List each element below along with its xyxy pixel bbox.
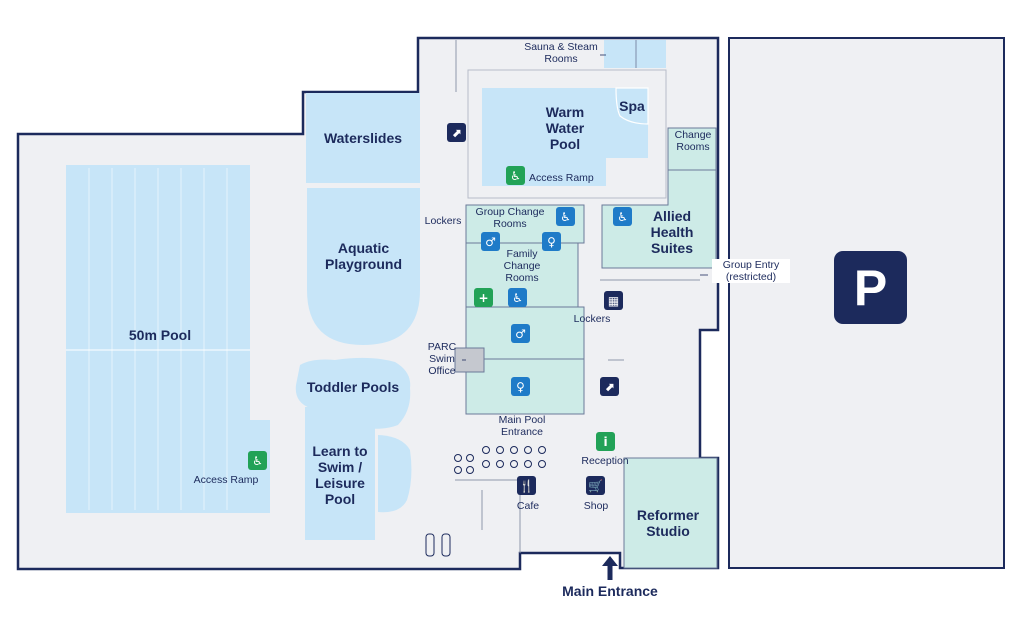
access-ramp-warm-shape: [482, 158, 606, 186]
reformer-studio-shape: [623, 457, 718, 569]
male-toilet-icon: ♂: [481, 232, 500, 251]
change-rooms-small-shape: [667, 127, 717, 171]
accessible-icon: ♿: [506, 166, 525, 185]
lockers-icon: ▦: [604, 291, 623, 310]
reformer-studio-label: Reformer Studio: [636, 507, 700, 540]
sauna-shape: [604, 40, 636, 68]
pool-50m-label: 50m Pool: [128, 327, 192, 343]
female-toilet-icon: ♀: [511, 377, 530, 396]
female-toilet-icon: ♀: [542, 232, 561, 251]
lockers-right-label: Lockers: [573, 313, 611, 325]
main-pool-entrance-label: Main Pool Entrance: [498, 414, 546, 439]
info-icon: i: [596, 432, 615, 451]
access-ramp-warm-label: Access Ramp: [529, 172, 594, 184]
allied-health-label: Allied Health Suites: [650, 208, 694, 257]
spa-shape: [615, 87, 649, 125]
learn-to-swim-label: Learn to Swim / Leisure Pool: [312, 443, 368, 508]
reception-label: Reception: [581, 455, 629, 467]
shop-icon: 🛒: [586, 476, 605, 495]
accessible-icon: ♿: [613, 207, 632, 226]
spa-label: Spa: [619, 98, 645, 114]
cafe-icon: 🍴: [517, 476, 536, 495]
warm-water-pool-label: Warm Water Pool: [545, 104, 585, 153]
family-change-rooms-label: Family Change Rooms: [503, 248, 541, 285]
shop-label: Shop: [583, 500, 609, 512]
cafe-label: Cafe: [516, 500, 540, 512]
waterslides-label: Waterslides: [323, 130, 403, 146]
stairs-icon: ⬈: [600, 377, 619, 396]
aquatic-playground-label: Aquatic Playground: [324, 240, 402, 273]
learn-to-swim-shape: [305, 407, 375, 540]
aquatic-playground-shape: [307, 188, 420, 345]
toddler-pools-label: Toddler Pools: [306, 379, 400, 395]
group-entry-label: Group Entry (restricted): [712, 259, 790, 284]
parking-sign: P: [834, 251, 907, 324]
parc-swim-office-label: PARC Swim Office: [427, 341, 457, 378]
stairs-icon: ⬈: [447, 123, 466, 142]
first-aid-icon: +: [474, 288, 493, 307]
accessible-icon: ♿: [248, 451, 267, 470]
accessible-icon: ♿: [508, 288, 527, 307]
main-entrance-label: Main Entrance: [562, 583, 658, 599]
lockers-left-label: Lockers: [424, 215, 462, 227]
group-change-rooms-label: Group Change Rooms: [475, 206, 545, 231]
accessible-icon: ♿: [556, 207, 575, 226]
entrance-arrow-icon: [602, 556, 618, 580]
access-ramp-50m-label: Access Ramp: [193, 474, 259, 486]
sauna-label: Sauna & Steam Rooms: [524, 41, 598, 66]
waterslides-shape: [306, 93, 420, 183]
male-toilet-icon: ♂: [511, 324, 530, 343]
change-rooms-label: Change Rooms: [674, 129, 712, 154]
